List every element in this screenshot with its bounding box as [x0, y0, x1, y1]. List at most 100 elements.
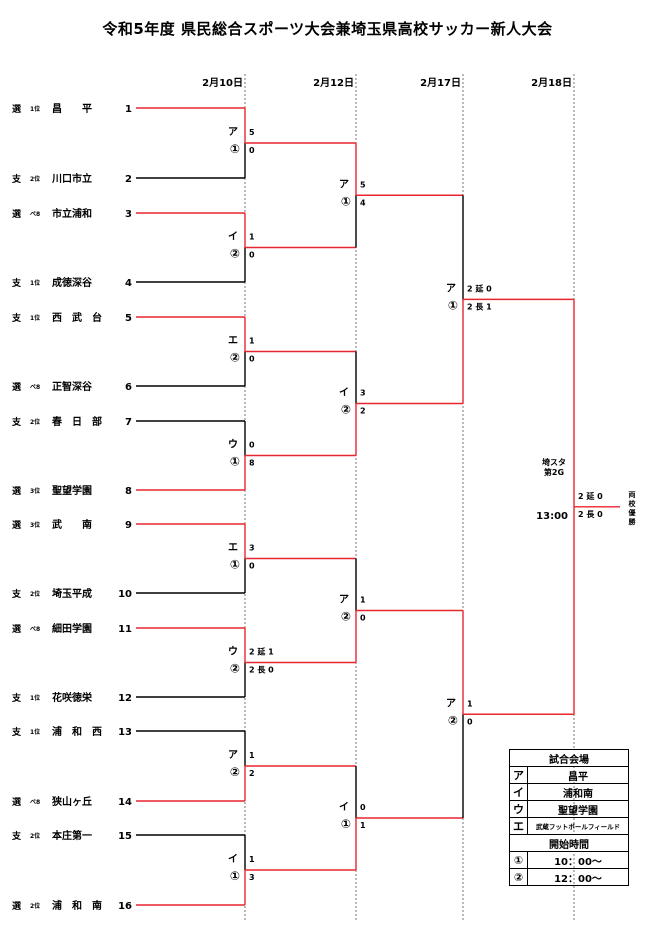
match-venue-code: ウ [228, 646, 238, 658]
team-number: 6 [125, 382, 132, 393]
match-time-slot: ① [448, 298, 458, 312]
match-score-bottom: 2 [249, 769, 255, 778]
match-time-slot: ② [448, 713, 458, 727]
team-name: 浦 和 南 [52, 899, 102, 912]
match-time-slot: ② [230, 662, 240, 676]
team-rank: 1位 [30, 728, 40, 736]
team-name: 聖望学園 [52, 484, 92, 497]
team-number: 9 [125, 520, 132, 531]
team-seed: 支 [11, 726, 22, 738]
final-venue: 埼スタ [542, 457, 566, 467]
match-time-slot: ① [341, 817, 351, 831]
team-seed: 選 [12, 624, 22, 635]
team-seed: 支 [11, 312, 22, 324]
team-seed: 選 [12, 104, 22, 115]
match-time-slot: ① [230, 142, 240, 156]
match-venue-code: エ [228, 336, 238, 347]
team-number: 8 [125, 486, 132, 497]
team-number: 7 [125, 417, 132, 428]
page-title: 令和5年度 県民総合スポーツ大会兼埼玉県高校サッカー新人大会 [102, 20, 553, 38]
match-venue-code: ア [339, 178, 349, 190]
match-venue-code: イ [339, 801, 349, 813]
team-rank: 3位 [30, 521, 40, 529]
team-number: 10 [118, 589, 132, 600]
match-score-bottom: 0 [249, 146, 255, 155]
team-name: 花咲徳栄 [52, 691, 93, 704]
final-venue-field: 第2G [544, 467, 564, 477]
team-name: 昌 平 [52, 103, 92, 115]
team-name: 市立浦和 [52, 207, 92, 220]
team-number: 12 [118, 693, 132, 704]
match-score-bottom: 1 [360, 821, 366, 830]
match-time-slot: ① [230, 869, 240, 883]
legend-venue-header: 試合会場 [509, 749, 629, 767]
team-seed: 支 [11, 173, 22, 185]
team-rank: 2位 [30, 902, 40, 910]
match-venue-code: イ [228, 853, 238, 865]
legend-venue-name: 聖望学園 [527, 800, 629, 818]
team-rank: 2位 [30, 175, 40, 183]
team-number: 11 [118, 624, 132, 635]
team-name: 正智深谷 [52, 380, 93, 393]
team-seed: 支 [11, 830, 22, 842]
team-name: 狭山ヶ丘 [51, 795, 92, 808]
match-score-top: 5 [249, 128, 255, 137]
team-seed: 支 [11, 692, 22, 704]
legend-time-key: ② [509, 868, 528, 886]
team-rank: ベ8 [30, 626, 40, 633]
match-venue-code: ア [446, 697, 456, 709]
match-score-bottom: 8 [249, 459, 255, 468]
match-score-bottom: 0 [467, 717, 473, 726]
match-score-top: 0 [249, 441, 255, 450]
legend-venue-key: イ [509, 783, 528, 801]
match-score-bottom: 2 長 0 [249, 666, 274, 675]
match-venue-code: ア [446, 282, 456, 294]
match-score-top: 2 延 0 [467, 283, 492, 293]
team-name: 埼玉平成 [52, 587, 92, 600]
match-venue-code: ウ [228, 439, 238, 451]
team-name: 浦 和 西 [52, 725, 102, 738]
match-time-slot: ① [230, 455, 240, 469]
match-time-slot: ② [230, 247, 240, 261]
match-score-bottom: 0 [249, 355, 255, 364]
team-seed: 支 [11, 588, 22, 600]
match-venue-code: ア [228, 749, 238, 761]
match-score-top: 5 [360, 180, 366, 189]
team-number: 4 [125, 278, 132, 289]
match-time-slot: ② [341, 610, 351, 624]
match-time-slot: ① [230, 558, 240, 572]
team-seed: 選 [12, 382, 22, 393]
legend-venue-name: 武蔵フットボールフィールド [527, 817, 629, 835]
legend-venue-name: 昌平 [527, 766, 629, 784]
match-score-top: 3 [249, 544, 255, 553]
legend-venue-key: エ [509, 817, 528, 835]
match-score-bottom: 0 [360, 614, 366, 623]
team-rank: 1位 [30, 314, 40, 322]
match-time-slot: ② [341, 403, 351, 417]
team-name: 川口市立 [51, 172, 92, 185]
team-name: 本庄第一 [52, 829, 92, 842]
team-rank: 1位 [30, 694, 40, 702]
team-number: 14 [118, 797, 132, 808]
match-venue-code: ア [339, 594, 349, 606]
team-name: 細田学園 [52, 622, 92, 635]
legend-time-value: 12：00～ [527, 868, 629, 886]
team-rank: 2位 [30, 418, 40, 426]
match-score-top: 3 [360, 389, 366, 398]
team-number: 2 [125, 174, 132, 185]
team-name: 春 日 部 [52, 415, 102, 428]
team-number: 1 [125, 104, 132, 115]
team-rank: 2位 [30, 590, 40, 598]
match-score-top: 2 延 1 [249, 647, 274, 657]
match-score-bottom: 3 [249, 873, 255, 882]
team-seed: 選 [12, 520, 22, 531]
team-number: 16 [118, 901, 132, 912]
match-score-bottom: 4 [360, 198, 366, 207]
team-number: 15 [118, 831, 132, 842]
team-seed: 選 [12, 901, 22, 912]
legend-venue-key: ア [509, 766, 528, 784]
match-time-slot: ② [230, 765, 240, 779]
team-seed: 選 [12, 209, 22, 220]
legend-table: 試合会場 ア昌平 イ浦和南 ウ聖望学園 エ武蔵フットボールフィールド 開始時間 … [509, 749, 629, 886]
